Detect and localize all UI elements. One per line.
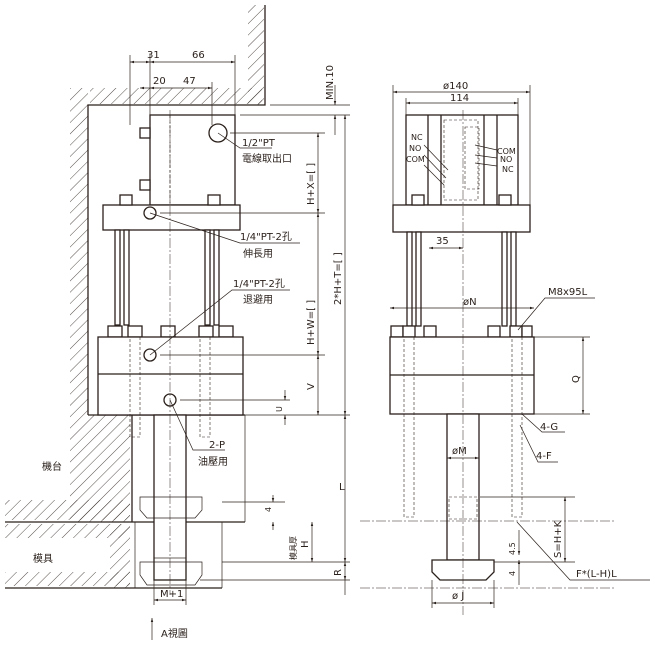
front-view: NC NO COM COM NO NC	[360, 81, 650, 615]
top-plate-front	[392, 204, 531, 233]
dim-u: U	[275, 406, 284, 412]
dim-47: 47	[183, 76, 196, 87]
extend-port-size: 1/4"PT-2孔	[240, 231, 292, 243]
dim-h-plus-w: H+W=[ ]	[306, 300, 317, 345]
switch-right-no: NO	[500, 155, 512, 164]
tie-rods-front	[406, 231, 517, 327]
dim-h-plus-x: H+X=[ ]	[306, 163, 317, 205]
dim-r: R	[333, 569, 344, 576]
callout-4f: 4-F	[536, 451, 552, 462]
view-a-label: A視圖	[161, 627, 188, 640]
top-plate	[102, 204, 241, 231]
switch-right-nc: NC	[502, 165, 514, 174]
dim-2h-plus-t: 2*H+T=[ ]	[333, 252, 344, 305]
dim-m-plus-1: M+1	[160, 589, 183, 600]
switch-left-com: COM	[406, 155, 425, 164]
machine-wall	[5, 5, 266, 589]
switch-left-nc: NC	[411, 133, 423, 142]
dim-140: ø140	[443, 81, 468, 92]
switch-left-no: NO	[409, 144, 421, 153]
dim-n: øN	[463, 297, 477, 308]
top-dimensions: 31 66 20 47	[129, 50, 236, 125]
dim-4-5: 4.5	[508, 542, 517, 555]
dim-35: 35	[436, 236, 449, 247]
electric-port-size: 1/2"PT	[242, 138, 276, 149]
machine-table-label: 機台	[42, 460, 62, 473]
dim-q: Q	[571, 375, 582, 383]
tie-rods	[114, 229, 220, 326]
dim-m: øM	[452, 446, 467, 457]
dim-31: 31	[147, 50, 160, 61]
callout-f-lh: F*(L-H)L	[576, 569, 617, 580]
retract-port-label: 退避用	[243, 293, 273, 306]
dim-h: H	[300, 540, 311, 548]
dim-min10: MIN.10	[325, 65, 336, 100]
dim-s: S=H+K	[553, 520, 564, 558]
dim-l: L	[339, 482, 345, 493]
dim-v: V	[306, 383, 317, 390]
dim-66: 66	[192, 50, 205, 61]
nuts-front	[390, 325, 533, 338]
screw	[139, 127, 151, 139]
dim-114: 114	[450, 93, 469, 104]
vertical-dimensions: MIN.10 H+X=[ ] H+W=[ ] V U 2*H+T=[ ]	[153, 65, 350, 605]
nuts	[107, 325, 234, 338]
switch-right-com: COM	[497, 147, 516, 156]
retract-port-size: 1/4"PT-2孔	[233, 278, 285, 290]
bolt-spec: M8x95L	[548, 287, 588, 298]
dim-4-side: 4	[264, 507, 273, 512]
electric-port-label: 電線取出口	[242, 152, 292, 165]
side-view: 31 66 20 47 1/2"PT 電線取出口 1/4"PT-2孔 伸長用 1…	[5, 5, 350, 640]
dim-20: 20	[153, 76, 166, 87]
mold-thickness-label: 模具厚	[288, 536, 298, 560]
mold-label: 模具	[33, 553, 53, 565]
hydraulic-port-size: 2-P	[209, 440, 225, 451]
extend-port-label: 伸長用	[243, 248, 273, 260]
screw	[139, 179, 151, 191]
dim-4-front: 4	[508, 571, 517, 576]
callout-4g: 4-G	[540, 422, 558, 433]
hydraulic-port-label: 油壓用	[198, 455, 228, 468]
dim-j: ø J	[452, 591, 464, 602]
